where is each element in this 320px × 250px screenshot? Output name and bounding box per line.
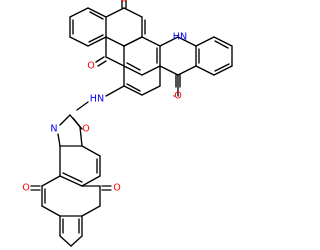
carbonyl-oxygen-bottom-left: O bbox=[22, 183, 30, 194]
chemical-structure-diagram: O O HN O HN N O O O bbox=[22, 0, 233, 247]
atom-labels: O O HN O HN N O O O bbox=[22, 0, 187, 194]
bond-lines bbox=[30, 0, 233, 247]
acridone-nh: HN bbox=[173, 32, 187, 43]
linking-nh: HN bbox=[90, 94, 104, 105]
carbonyl-oxygen-top: O bbox=[120, 0, 128, 5]
oxazole-oxygen: O bbox=[82, 124, 90, 135]
oxazole-nitrogen: N bbox=[50, 124, 57, 135]
carbonyl-oxygen-left: O bbox=[87, 61, 95, 72]
carbonyl-oxygen-right: O bbox=[174, 91, 182, 102]
carbonyl-oxygen-bottom-right: O bbox=[113, 183, 121, 194]
